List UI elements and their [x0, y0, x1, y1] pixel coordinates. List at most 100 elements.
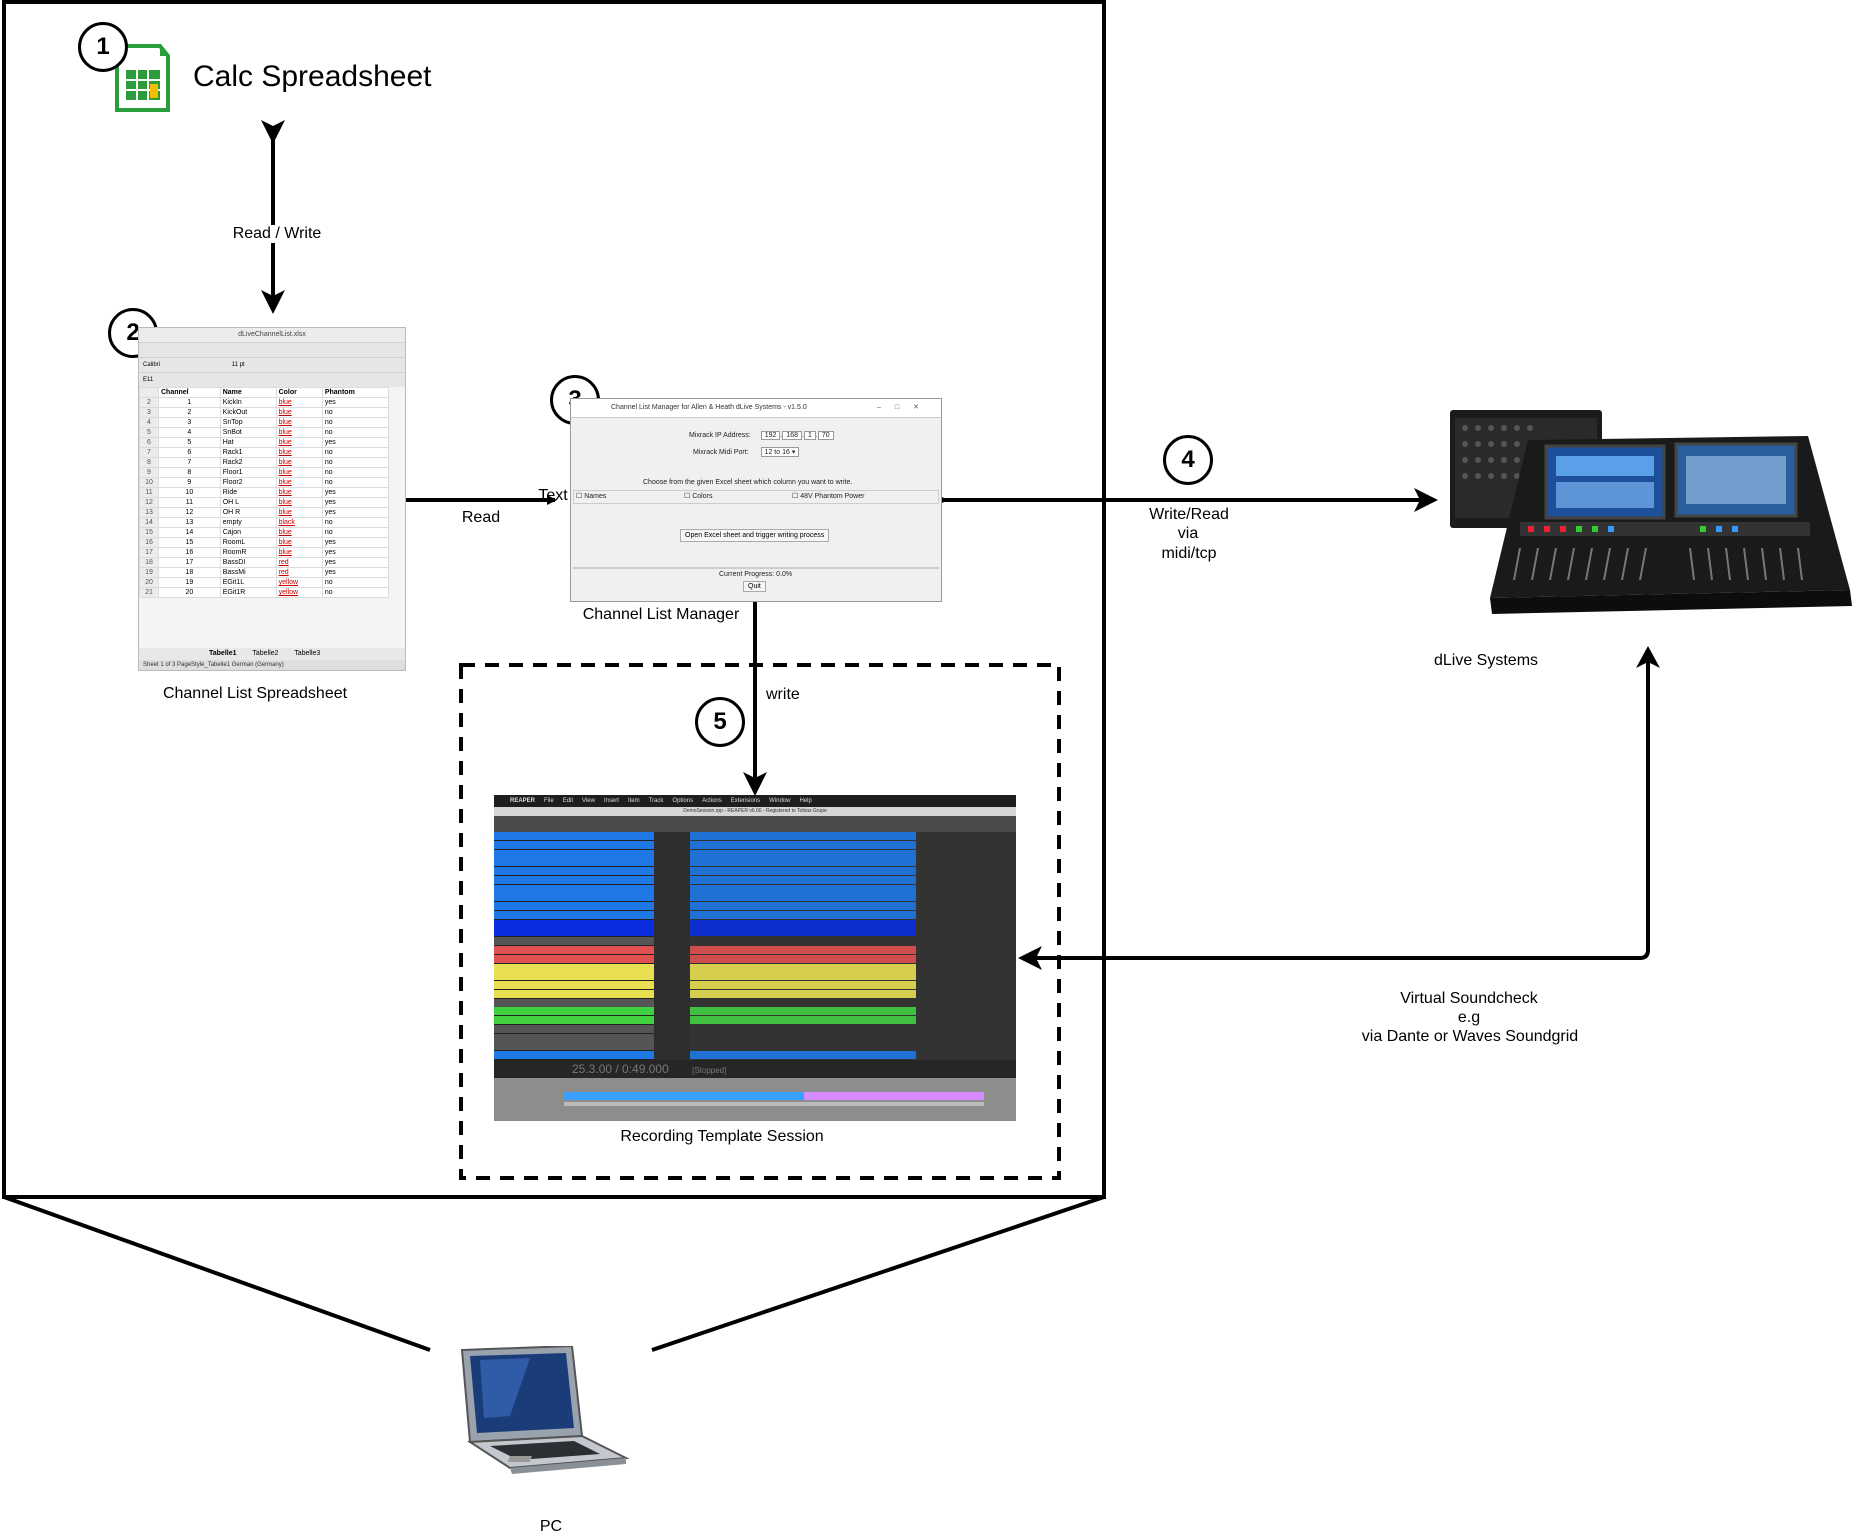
spreadsheet-cell[interactable]: 12: [158, 507, 221, 518]
reaper-track[interactable]: [494, 946, 654, 955]
reaper-media-item[interactable]: [690, 946, 916, 954]
reaper-menu-item[interactable]: Track: [648, 798, 664, 804]
reaper-track[interactable]: [494, 884, 654, 894]
spreadsheet-cell[interactable]: 15: [158, 537, 221, 548]
spreadsheet-cell[interactable]: no: [321, 527, 390, 538]
reaper-media-item[interactable]: [690, 963, 916, 972]
spreadsheet-cell[interactable]: RoomR: [219, 547, 277, 558]
spreadsheet-cell[interactable]: yellow: [275, 587, 323, 598]
reaper-media-item[interactable]: [690, 919, 916, 928]
spreadsheet-cell[interactable]: blue: [275, 507, 323, 518]
spreadsheet-cell[interactable]: KickIn: [219, 397, 277, 408]
spreadsheet-cell[interactable]: 8: [158, 467, 221, 478]
spreadsheet-cell[interactable]: red: [275, 557, 323, 568]
reaper-track[interactable]: [494, 972, 654, 982]
reaper-media-item[interactable]: [690, 1051, 916, 1060]
spreadsheet-cell[interactable]: Floor1: [219, 467, 277, 478]
reaper-track[interactable]: [494, 928, 654, 938]
spreadsheet-cell[interactable]: no: [321, 427, 390, 438]
reaper-track[interactable]: [494, 832, 654, 841]
open-excel-button[interactable]: Open Excel sheet and trigger writing pro…: [680, 529, 830, 542]
reaper-menu-item[interactable]: View: [582, 798, 595, 804]
spreadsheet-cell[interactable]: 13: [158, 517, 221, 528]
spreadsheet-cell[interactable]: yes: [321, 557, 390, 568]
reaper-track[interactable]: [494, 893, 654, 903]
spreadsheet-cell[interactable]: blue: [275, 407, 323, 418]
spreadsheet-cell[interactable]: no: [321, 577, 390, 588]
reaper-track[interactable]: [494, 840, 654, 850]
reaper-media-item[interactable]: [690, 954, 916, 963]
reaper-media-item[interactable]: [690, 849, 916, 858]
reaper-media-item[interactable]: [690, 840, 916, 849]
spreadsheet-cell[interactable]: no: [321, 477, 390, 488]
reaper-media-item[interactable]: [690, 875, 916, 884]
reaper-track[interactable]: [494, 989, 654, 999]
option-phantom[interactable]: ☐ 48V Phantom Power: [792, 493, 865, 500]
spreadsheet-cell[interactable]: 11: [158, 497, 221, 508]
reaper-media-item[interactable]: [690, 928, 916, 937]
reaper-track[interactable]: [494, 1024, 654, 1034]
reaper-track[interactable]: [494, 981, 654, 991]
reaper-track[interactable]: [494, 1016, 654, 1026]
spreadsheet-cell[interactable]: yes: [321, 537, 390, 548]
sheet-tab[interactable]: Tabelle1: [209, 650, 237, 657]
reaper-track[interactable]: [494, 875, 654, 885]
spreadsheet-cell[interactable]: no: [321, 517, 390, 528]
sheet-tab[interactable]: Tabelle2: [252, 650, 279, 657]
spreadsheet-cell[interactable]: Floor2: [219, 477, 277, 488]
spreadsheet-cell[interactable]: yes: [321, 567, 390, 578]
reaper-media-item[interactable]: [690, 867, 916, 876]
spreadsheet-cell[interactable]: blue: [275, 497, 323, 508]
spreadsheet-cell[interactable]: blue: [275, 417, 323, 428]
reaper-track[interactable]: [494, 998, 654, 1008]
reaper-media-item[interactable]: [690, 902, 916, 911]
sheet-tab[interactable]: Tabelle3: [294, 650, 321, 657]
reaper-media-item[interactable]: [690, 893, 916, 902]
quit-button[interactable]: Quit: [743, 581, 766, 592]
spreadsheet-cell[interactable]: 2: [158, 407, 221, 418]
spreadsheet-cell[interactable]: blue: [275, 527, 323, 538]
spreadsheet-cell[interactable]: blue: [275, 477, 323, 488]
spreadsheet-cell[interactable]: 16: [158, 547, 221, 558]
spreadsheet-cell[interactable]: black: [275, 517, 323, 528]
reaper-track[interactable]: [494, 919, 654, 929]
spreadsheet-cell[interactable]: blue: [275, 447, 323, 458]
reaper-menu-item[interactable]: REAPER: [510, 798, 536, 804]
spreadsheet-cell[interactable]: 19: [158, 577, 221, 588]
spreadsheet-cell[interactable]: OH L: [219, 497, 277, 508]
spreadsheet-cell[interactable]: 10: [158, 487, 221, 498]
port-select[interactable]: 12 to 16 ▾: [760, 447, 800, 457]
ip-octet-1[interactable]: 192: [760, 431, 781, 440]
spreadsheet-cell[interactable]: blue: [275, 427, 323, 438]
spreadsheet-cell[interactable]: blue: [275, 547, 323, 558]
spreadsheet-cell[interactable]: EGit1R: [219, 587, 277, 598]
spreadsheet-cell[interactable]: red: [275, 567, 323, 578]
reaper-track[interactable]: [494, 910, 654, 920]
reaper-track[interactable]: [494, 902, 654, 912]
spreadsheet-cell[interactable]: blue: [275, 437, 323, 448]
reaper-track[interactable]: [494, 858, 654, 868]
spreadsheet-cell[interactable]: blue: [275, 467, 323, 478]
reaper-media-item[interactable]: [690, 1007, 916, 1016]
spreadsheet-cell[interactable]: yes: [321, 487, 390, 498]
spreadsheet-cell[interactable]: SnTop: [219, 417, 277, 428]
reaper-media-item[interactable]: [690, 1016, 916, 1025]
spreadsheet-cell[interactable]: 17: [158, 557, 221, 568]
reaper-media-item[interactable]: [690, 832, 916, 840]
ip-octet-4[interactable]: 70: [817, 431, 834, 440]
reaper-media-item[interactable]: [690, 884, 916, 893]
spreadsheet-cell[interactable]: no: [321, 447, 390, 458]
spreadsheet-cell[interactable]: Ride: [219, 487, 277, 498]
reaper-track[interactable]: [494, 1042, 654, 1052]
reaper-track[interactable]: [494, 954, 654, 964]
reaper-track[interactable]: [494, 963, 654, 973]
reaper-media-item[interactable]: [690, 910, 916, 919]
spreadsheet-cell[interactable]: 7: [158, 457, 221, 468]
reaper-track[interactable]: [494, 849, 654, 859]
spreadsheet-cell[interactable]: no: [321, 587, 390, 598]
spreadsheet-cell[interactable]: no: [321, 467, 390, 478]
ip-octet-2[interactable]: 168: [782, 431, 803, 440]
spreadsheet-cell[interactable]: SnBot: [219, 427, 277, 438]
spreadsheet-cell[interactable]: 20: [158, 587, 221, 598]
spreadsheet-cell[interactable]: Rack2: [219, 457, 277, 468]
